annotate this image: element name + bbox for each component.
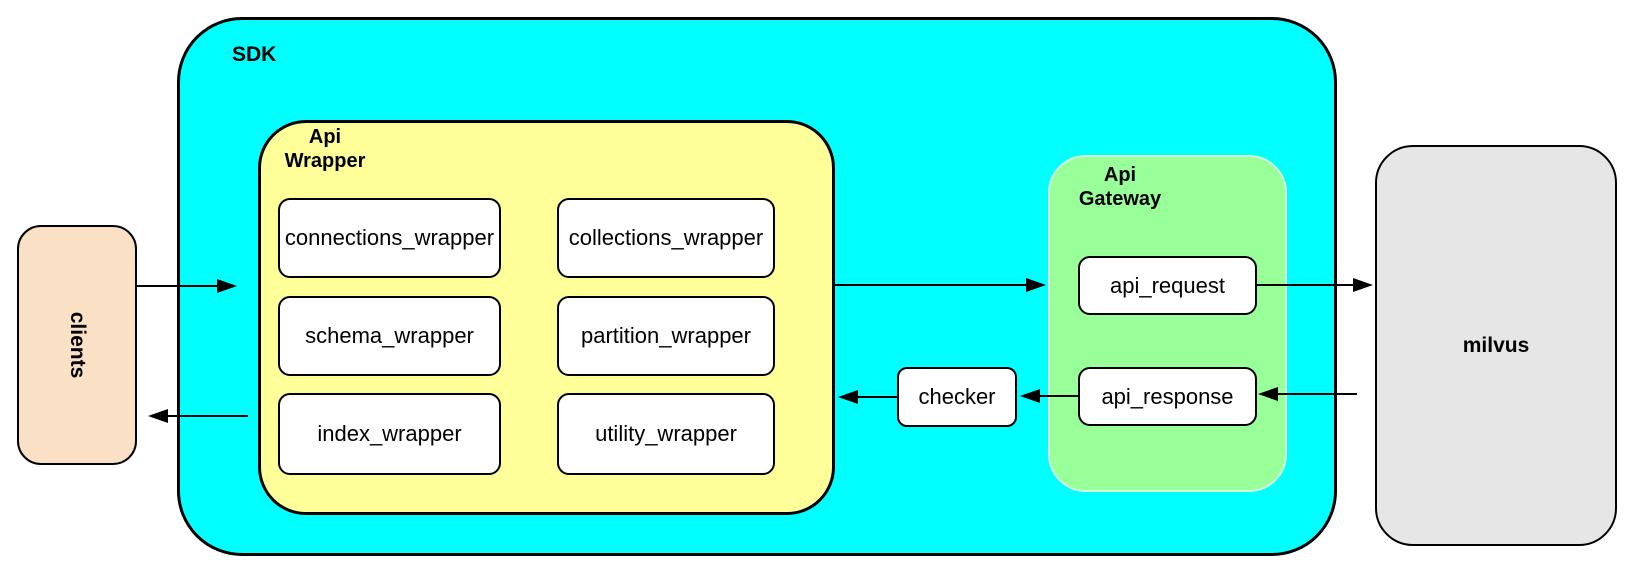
node-connections-wrapper: connections_wrapper (278, 198, 501, 278)
node-api-request: api_request (1078, 256, 1257, 315)
node-api-response: api_response (1078, 367, 1257, 426)
node-partition-wrapper: partition_wrapper (557, 296, 775, 376)
arrow-shaft (160, 414, 248, 418)
api-gateway-label: Api Gateway (1060, 163, 1180, 211)
arrow-api-wrapper-to-api-gateway (835, 278, 1046, 292)
node-milvus: milvus (1375, 145, 1617, 546)
arrowhead-left-icon (838, 390, 858, 404)
node-clients: clients (17, 225, 137, 465)
node-collections-wrapper: collections_wrapper (557, 198, 775, 278)
arrowhead-right-icon (1353, 278, 1373, 292)
arrow-shaft (835, 283, 1034, 287)
api-gateway-label-line2: Gateway (1078, 188, 1162, 210)
node-checker: checker (897, 367, 1017, 427)
api-wrapper-label-line2: Wrapper (284, 150, 366, 172)
arrow-api-response-to-checker (1020, 389, 1078, 403)
api-wrapper-label-line1: Api (308, 126, 342, 148)
arrow-clients-to-sdk (137, 279, 237, 293)
node-utility-wrapper: utility_wrapper (557, 393, 775, 475)
arrow-milvus-to-api-response (1258, 387, 1357, 401)
arrow-shaft (850, 395, 897, 399)
arrow-api-request-to-milvus (1257, 278, 1373, 292)
arrow-shaft (1257, 283, 1361, 287)
api-gateway-label-line1: Api (1103, 164, 1137, 186)
clients-label: clients (66, 311, 89, 379)
arrow-shaft (137, 284, 225, 288)
arrow-shaft (1032, 394, 1078, 398)
arrow-shaft (1270, 392, 1357, 396)
arrowhead-right-icon (1026, 278, 1046, 292)
sdk-label: SDK (232, 43, 277, 66)
container-api-gateway: Api Gateway api_request api_response (1048, 155, 1287, 492)
node-index-wrapper: index_wrapper (278, 393, 501, 475)
api-wrapper-label: Api Wrapper (255, 125, 395, 173)
arrowhead-right-icon (217, 279, 237, 293)
node-schema-wrapper: schema_wrapper (278, 296, 501, 376)
arrow-checker-to-api-wrapper (838, 390, 897, 404)
container-api-wrapper: Api Wrapper connections_wrapper collecti… (258, 120, 835, 515)
arrowhead-left-icon (148, 409, 168, 423)
arrow-sdk-to-clients (148, 409, 248, 423)
arrowhead-left-icon (1258, 387, 1278, 401)
arrowhead-left-icon (1020, 389, 1040, 403)
milvus-label: milvus (1462, 333, 1530, 357)
